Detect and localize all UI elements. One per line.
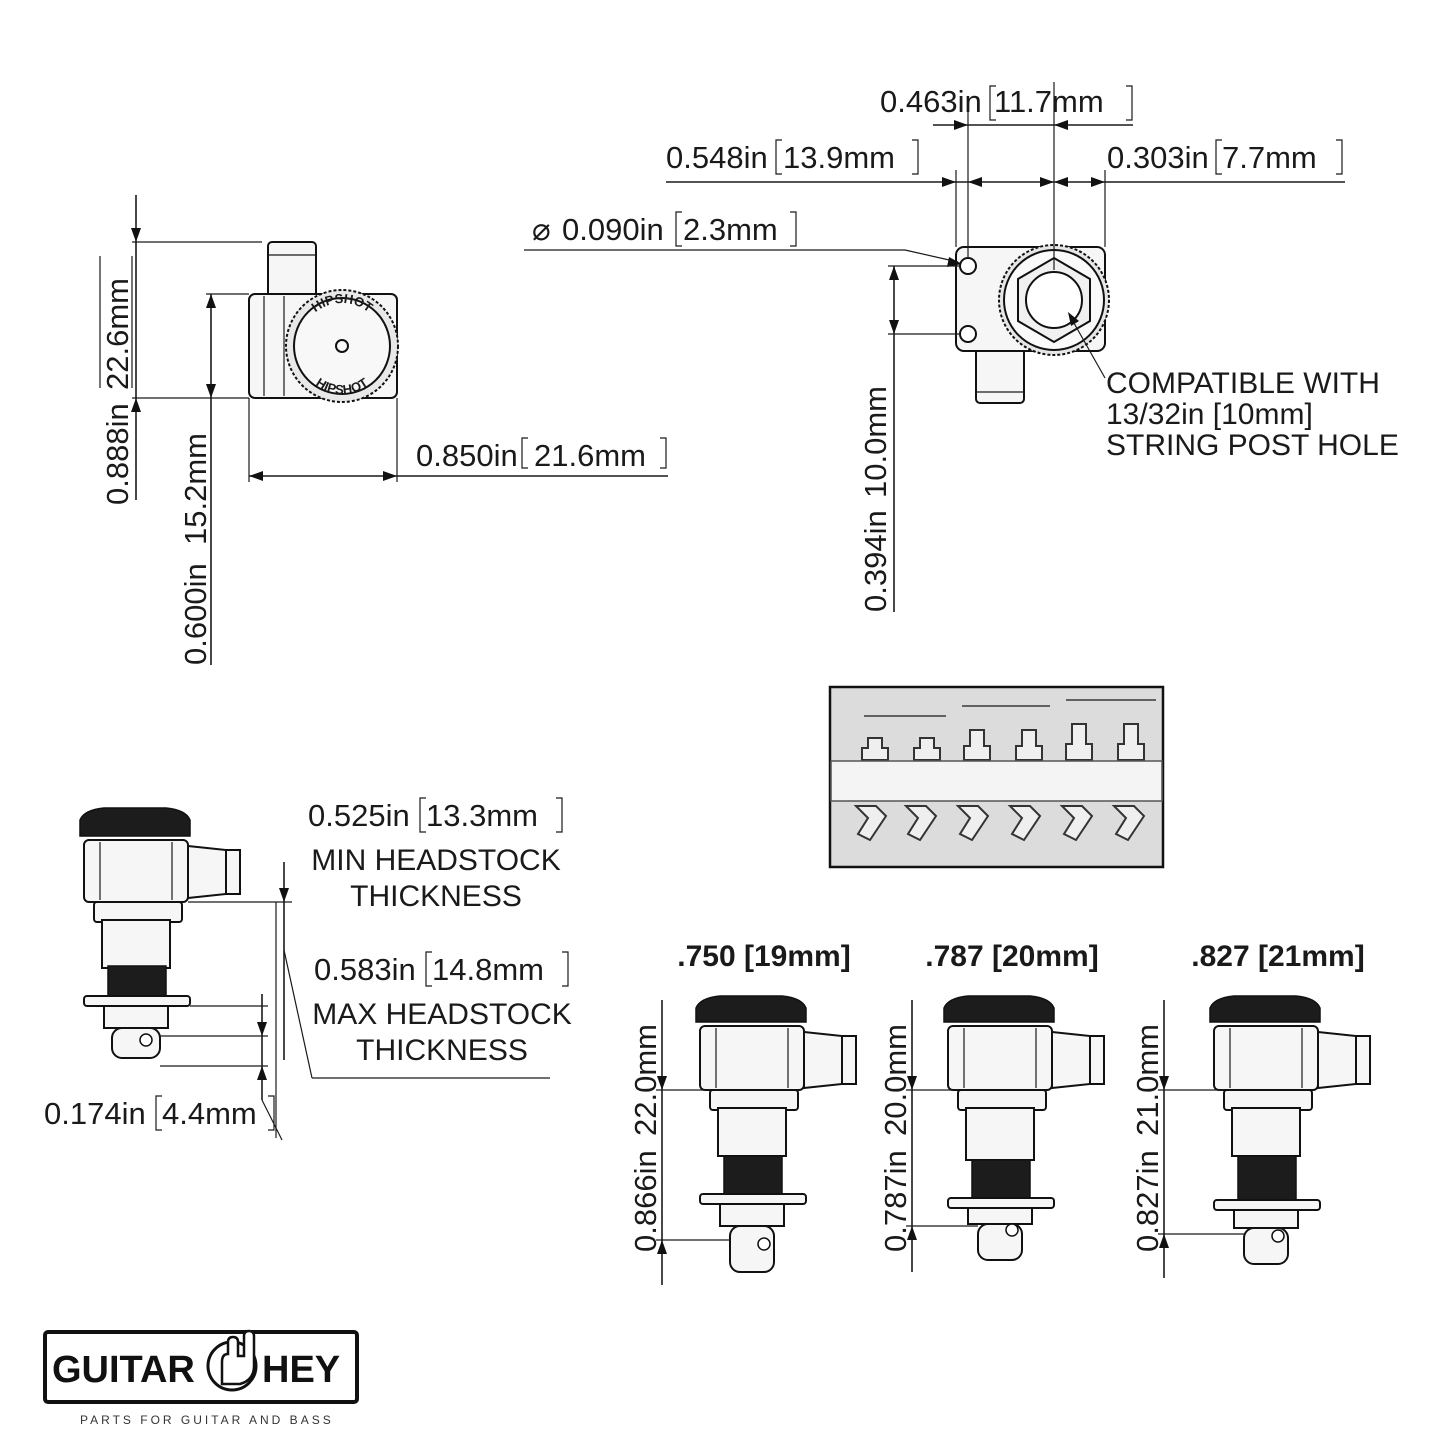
variant-header: .787 [20mm]: [925, 940, 1098, 973]
pin-offset-value: 0.463in: [880, 84, 982, 119]
logo-word-left: GUITAR: [52, 1349, 195, 1391]
knob-brand-bottom: HIPSHOT: [313, 375, 370, 397]
hand-icon: [206, 1329, 258, 1392]
back-right-value: 0.303in: [1107, 140, 1209, 175]
staggered-install-diagram: [828, 685, 1165, 869]
compat-note-line3: STRING POST HOLE: [1106, 429, 1399, 462]
knob-face: [293, 297, 391, 395]
side-height-body-mm: 15.2mm: [178, 433, 213, 545]
post-hole: [1025, 271, 1083, 329]
side-height-total-mm: 22.6mm: [100, 278, 135, 390]
side-height-body-value: 0.600in: [178, 563, 213, 665]
side-width-mm: 21.6mm: [534, 438, 646, 473]
back-view: 0.463in 11.7mm 0.548in 13.9mm 0.303in 7.…: [524, 82, 1399, 612]
variant-dim-mm: 22.0mm: [628, 1024, 663, 1136]
front-view: 0.525in 13.3mm MIN HEADSTOCK THICKNESS 0…: [44, 797, 572, 1141]
variant-tuner: [695, 995, 857, 1273]
logo-tagline: PARTS FOR GUITAR AND BASS: [80, 1413, 334, 1427]
guitarhey-logo: GUITAR HEY PARTS FOR GUITAR AND BASS: [43, 1329, 359, 1427]
min-thickness-label-line1: MIN HEADSTOCK: [311, 844, 560, 877]
min-thickness-mm: 13.3mm: [426, 798, 538, 833]
pin-spacing-mm: 10.0mm: [858, 386, 893, 498]
variant-dim-mm: 20.0mm: [878, 1024, 913, 1136]
pin-spacing-value: 0.394in: [858, 510, 893, 612]
mount-pin-top: [959, 257, 977, 275]
pin-diameter-value: 0.090in: [562, 212, 664, 247]
front-view-tuner: [79, 807, 241, 1059]
variant-header: .827 [21mm]: [1191, 940, 1364, 973]
variant-1: .750 [19mm] 0.866in 22.0mm: [628, 940, 857, 1285]
side-width-value: 0.850in: [416, 438, 518, 473]
pin-diameter-symbol: ⌀: [532, 212, 551, 247]
variant-tuner: [943, 995, 1105, 1261]
side-height-total-value: 0.888in: [100, 403, 135, 505]
post-length-mm: 4.4mm: [162, 1096, 257, 1131]
compat-note-line2: 13/32in [10mm]: [1106, 398, 1313, 431]
max-thickness-label-line1: MAX HEADSTOCK: [312, 998, 572, 1031]
variant-3: .827 [21mm] 0.827in 21.0mm: [1130, 940, 1371, 1278]
side-view-tuner: HIPSHOT HIPSHOT: [248, 241, 399, 403]
logo-word-right: HEY: [262, 1349, 340, 1391]
variant-tuner: [1209, 995, 1371, 1265]
back-left-mm: 13.9mm: [783, 140, 895, 175]
variant-header: .750 [19mm]: [677, 940, 850, 973]
pin-offset-mm: 11.7mm: [994, 84, 1104, 119]
min-thickness-label-line2: THICKNESS: [350, 880, 522, 913]
back-right-mm: 7.7mm: [1222, 140, 1317, 175]
post-length-value: 0.174in: [44, 1096, 146, 1131]
back-view-tuner: [955, 244, 1110, 404]
max-thickness-mm: 14.8mm: [432, 952, 544, 987]
variant-dim-value: 0.866in: [628, 1150, 663, 1252]
mount-pin-bottom: [959, 325, 977, 343]
compat-note-line1: COMPATIBLE WITH: [1106, 367, 1380, 400]
variant-dim-mm: 21.0mm: [1130, 1024, 1165, 1136]
pin-diameter-mm: 2.3mm: [683, 212, 778, 247]
min-thickness-value: 0.525in: [308, 798, 410, 833]
variant-dim-value: 0.827in: [1130, 1150, 1165, 1252]
variant-dim-value: 0.787in: [878, 1150, 913, 1252]
side-view: HIPSHOT HIPSHOT 0.888in 22.6mm 0.600in 1…: [99, 195, 668, 665]
max-thickness-label-line2: THICKNESS: [356, 1034, 528, 1067]
max-thickness-value: 0.583in: [314, 952, 416, 987]
back-left-value: 0.548in: [666, 140, 768, 175]
variant-2: .787 [20mm] 0.787in 20.0mm: [878, 940, 1105, 1272]
